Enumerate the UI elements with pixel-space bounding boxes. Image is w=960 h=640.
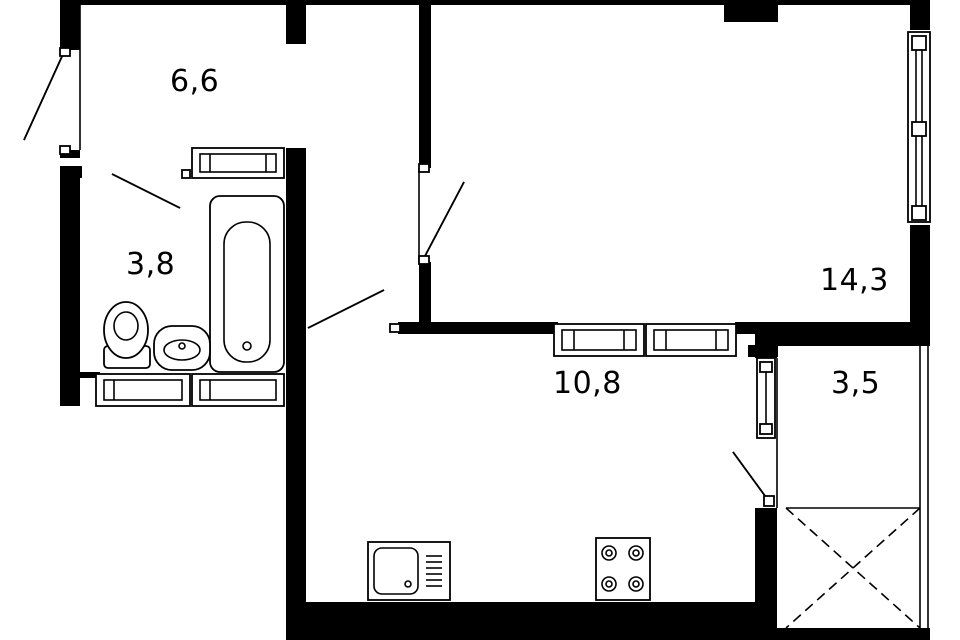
door-kitchen xyxy=(307,289,401,333)
toilet xyxy=(103,301,151,369)
door-entrance xyxy=(23,47,71,155)
washbasin xyxy=(153,325,211,371)
walls xyxy=(60,0,930,640)
door-balcony xyxy=(732,451,775,507)
room-area-balcony: 3,5 xyxy=(831,366,881,401)
room-area-kitchen: 10,8 xyxy=(553,366,622,401)
balcony-opening xyxy=(785,507,921,629)
bathtub xyxy=(209,195,285,373)
thin-lines xyxy=(79,5,929,640)
cooktop xyxy=(595,537,651,601)
room-area-living-room: 14,3 xyxy=(820,263,889,298)
room-area-hallway: 6,6 xyxy=(170,64,220,99)
radiator-hallway xyxy=(191,147,285,179)
door-bathroom xyxy=(111,169,191,209)
door-living-room xyxy=(418,163,465,265)
window-living-room xyxy=(907,31,931,223)
window-kitchen-balcony xyxy=(756,357,776,439)
radiator-kitchen xyxy=(553,323,737,357)
room-area-bathroom: 3,8 xyxy=(126,247,176,282)
kitchen-sink xyxy=(367,541,451,601)
radiator-bathroom xyxy=(95,373,285,407)
